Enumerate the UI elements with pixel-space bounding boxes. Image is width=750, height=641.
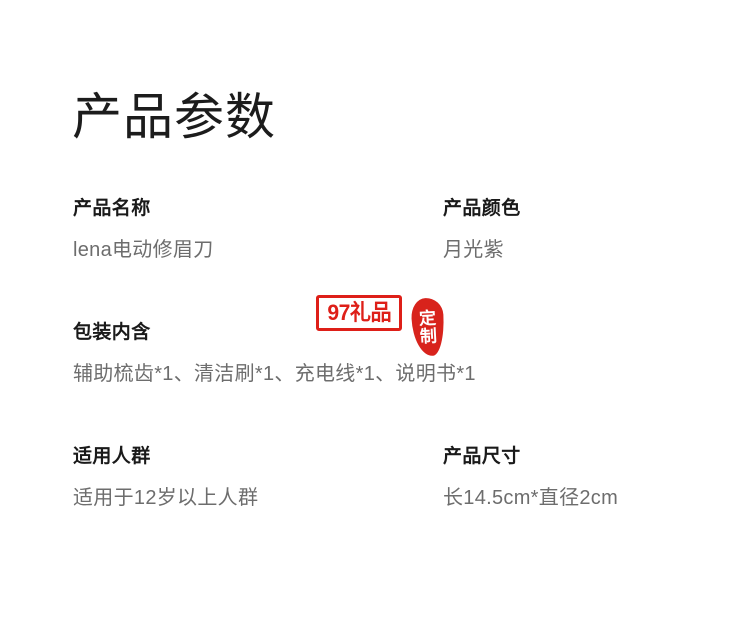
spec-value: 适用于12岁以上人群	[73, 487, 259, 509]
spec-label: 产品名称	[73, 198, 151, 219]
spec-label: 适用人群	[73, 446, 151, 467]
spec-item-product-color: 产品颜色 月光紫	[443, 196, 521, 264]
spec-item-product-size: 产品尺寸 长14.5cm*直径2cm	[443, 444, 618, 512]
spec-item-product-name: 产品名称 lena电动修眉刀	[73, 196, 214, 264]
spec-item-package-contents: 包装内含 辅助梳齿*1、清洁刷*1、充电线*1、说明书*1	[73, 320, 713, 388]
spec-row: 包装内含 辅助梳齿*1、清洁刷*1、充电线*1、说明书*1	[0, 320, 750, 444]
spec-value: 长14.5cm*直径2cm	[443, 487, 619, 509]
spec-grid: 产品名称 lena电动修眉刀 产品颜色 月光紫 包装内含 辅助梳齿*1、清洁刷*…	[0, 196, 750, 568]
page-title: 产品参数	[72, 89, 276, 145]
spec-label: 包装内含	[73, 322, 151, 343]
spec-value: lena电动修眉刀	[73, 239, 214, 261]
spec-value: 辅助梳齿*1、清洁刷*1、充电线*1、说明书*1	[73, 363, 476, 385]
spec-item-target-audience: 适用人群 适用于12岁以上人群	[73, 444, 258, 512]
spec-value: 月光紫	[443, 239, 504, 261]
spec-row: 适用人群 适用于12岁以上人群 产品尺寸 长14.5cm*直径2cm	[0, 444, 750, 568]
spec-label: 产品颜色	[443, 198, 521, 219]
spec-row: 产品名称 lena电动修眉刀 产品颜色 月光紫	[0, 196, 750, 320]
spec-label: 产品尺寸	[443, 446, 521, 467]
